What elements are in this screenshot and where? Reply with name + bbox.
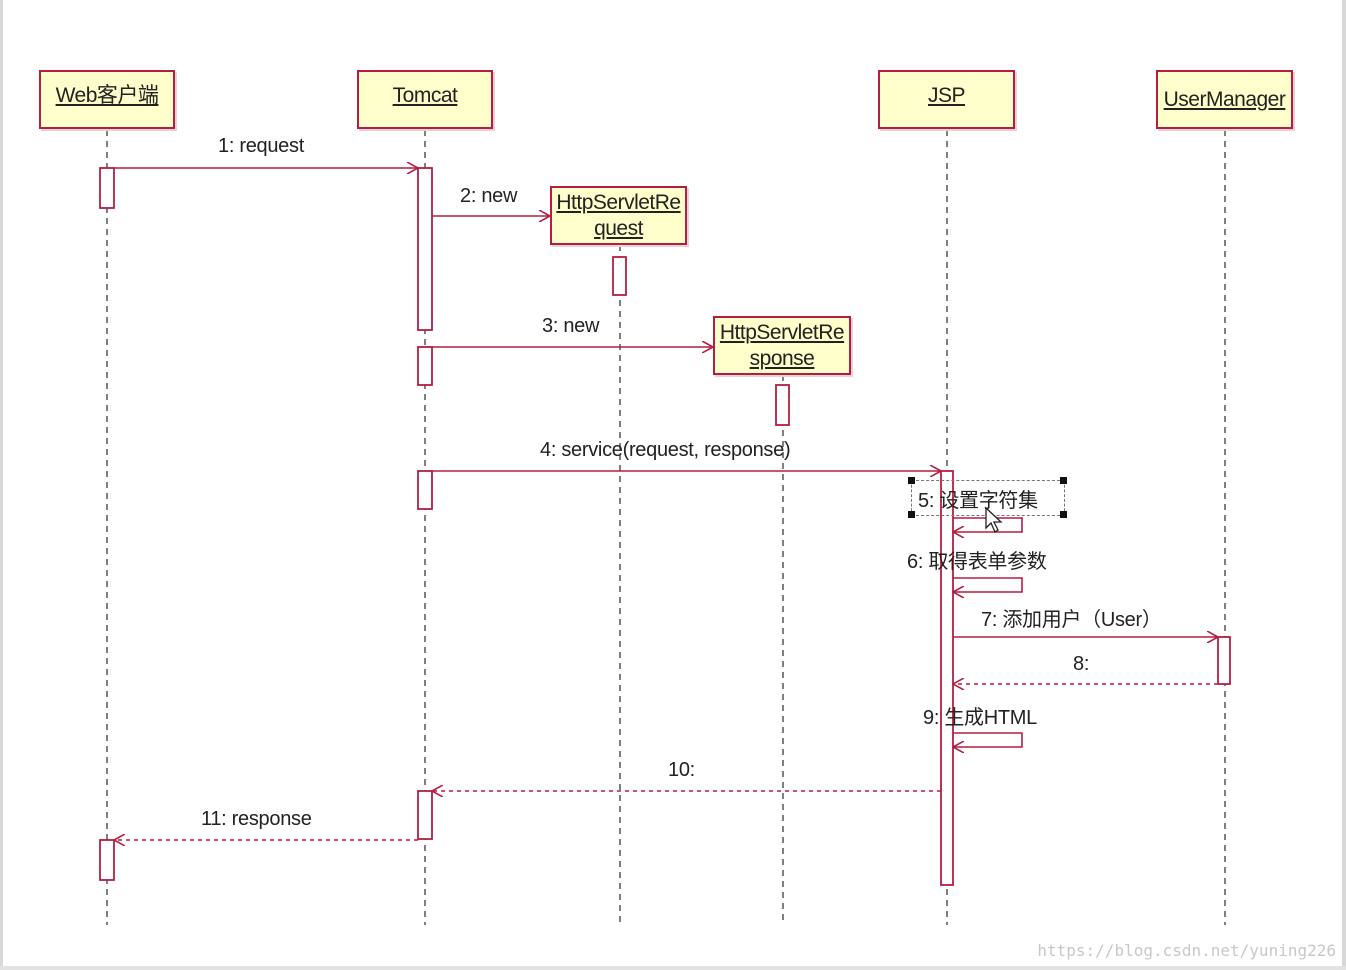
activation-http-request: [612, 256, 627, 296]
message-3-label: 3: new: [542, 315, 600, 337]
activation-tomcat-2: [417, 346, 433, 386]
message-8-label: 8:: [1073, 653, 1090, 675]
window-edge-right: [1342, 0, 1346, 970]
lifeline-label-tomcat: Tomcat: [392, 83, 458, 107]
lifeline-box-user-manager[interactable]: UserManager: [1156, 70, 1293, 129]
activation-user-manager: [1217, 636, 1231, 685]
message-1-label: 1: request: [218, 135, 304, 157]
message-2-label: 2: new: [460, 185, 518, 207]
selection-handle-bottom-left[interactable]: [908, 511, 915, 518]
activation-http-response: [775, 384, 790, 426]
message-4-label: 4: service(request, response): [540, 439, 791, 461]
activation-tomcat-3: [417, 470, 433, 510]
message-10-label: 10:: [668, 759, 695, 781]
message-6-self-arrow: [953, 577, 1023, 592]
activation-tomcat-1: [417, 167, 433, 331]
message-9-label: 9: 生成HTML: [923, 707, 1037, 729]
activation-web-client-1: [99, 167, 115, 209]
lifeline-label-web-client: Web客户端: [55, 83, 159, 107]
lifeline-label-http-response: HttpServletResponse: [719, 320, 845, 370]
message-11-label: 11: response: [201, 808, 312, 830]
message-5-label[interactable]: 5: 设置字符集: [918, 490, 1038, 512]
lifeline-box-web-client[interactable]: Web客户端: [39, 70, 175, 129]
activation-tomcat-4: [417, 790, 433, 840]
selection-handle-bottom-right[interactable]: [1060, 511, 1067, 518]
watermark-text: https://blog.csdn.net/yuning226: [1037, 941, 1336, 960]
message-7-label: 7: 添加用户（User）: [981, 609, 1162, 631]
selection-handle-top-right[interactable]: [1060, 477, 1067, 484]
window-edge-left: [0, 0, 3, 970]
selection-handle-top-left[interactable]: [908, 477, 915, 484]
lifeline-label-jsp: JSP: [927, 83, 966, 107]
lifeline-box-http-request[interactable]: HttpServletRequest: [550, 186, 687, 245]
lifeline-box-http-response[interactable]: HttpServletResponse: [713, 316, 851, 375]
message-6-label: 6: 取得表单参数: [907, 551, 1047, 573]
lifeline-label-user-manager: UserManager: [1163, 87, 1286, 111]
activation-jsp: [940, 470, 954, 886]
window-edge-bottom: [0, 966, 1346, 970]
lifeline-box-jsp[interactable]: JSP: [878, 70, 1015, 129]
lifeline-box-tomcat[interactable]: Tomcat: [357, 70, 493, 129]
activation-web-client-2: [99, 839, 115, 881]
lifeline-label-http-request: HttpServletRequest: [556, 190, 681, 240]
message-9-self-arrow: [953, 732, 1023, 747]
mouse-cursor-icon: [985, 506, 1003, 533]
